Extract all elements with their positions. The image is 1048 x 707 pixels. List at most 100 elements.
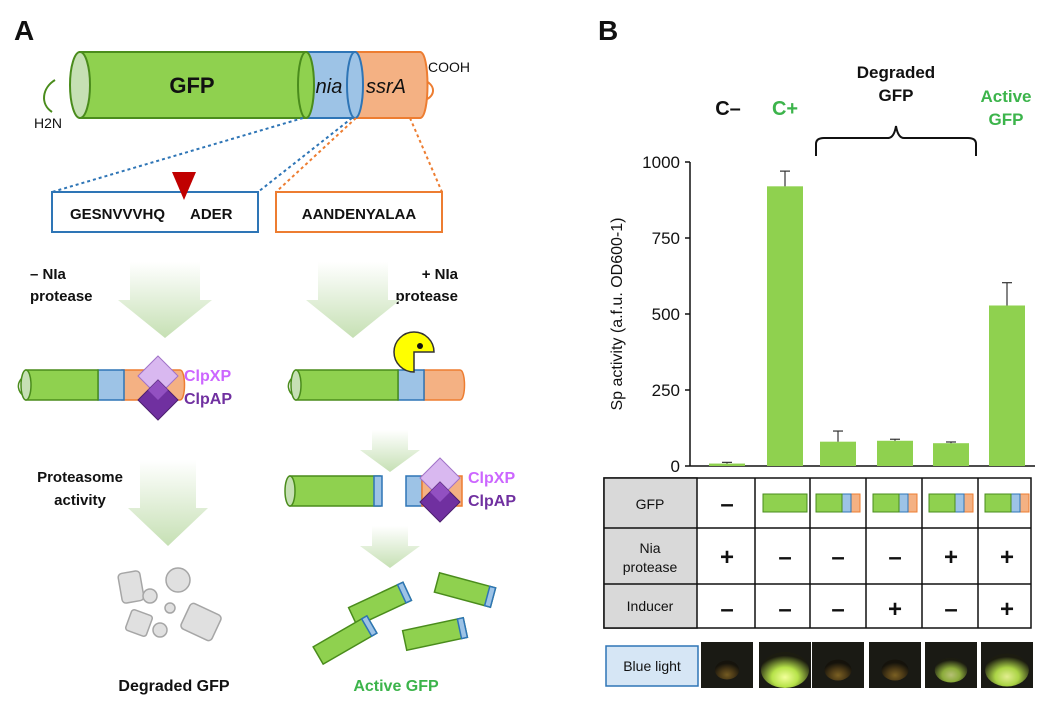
active-gfp-label: Active GFP bbox=[353, 678, 439, 695]
inducer-sign-1: – bbox=[720, 596, 733, 623]
tube-image-1 bbox=[701, 642, 753, 688]
nia-sequence-right: ADER bbox=[190, 206, 233, 223]
plus-nia-line2: protease bbox=[395, 288, 458, 305]
condition-table: – + – – – – – – + + – + + bbox=[603, 477, 1032, 629]
tagged-gfp-left bbox=[17, 369, 186, 401]
nia-protease-pacman-icon bbox=[393, 331, 435, 373]
y-axis-label-main: Sp activity (a.f.u. OD600-1) bbox=[609, 218, 626, 411]
table-columns bbox=[754, 478, 979, 628]
header-degraded-line2: GFP bbox=[879, 86, 914, 105]
tube-image-3 bbox=[812, 642, 864, 688]
y-ticks: 0 250 500 750 1000 bbox=[642, 153, 690, 476]
degraded-bracket bbox=[815, 125, 977, 156]
proteasome-line1: Proteasome bbox=[37, 469, 123, 486]
right-arrow-2 bbox=[360, 430, 420, 472]
nia-sign-1: + bbox=[720, 544, 734, 571]
inducer-sign-4: + bbox=[888, 596, 902, 623]
n-terminus-label: H2N bbox=[34, 115, 62, 131]
header-c-minus: C– bbox=[715, 98, 741, 120]
minus-nia-line2: protease bbox=[30, 288, 93, 305]
clpxp-label-left: ClpXP bbox=[184, 368, 231, 385]
ssra-sequence-box bbox=[275, 191, 443, 233]
nia-domain-label: nia bbox=[316, 76, 343, 98]
header-active-line1: Active bbox=[980, 87, 1031, 106]
clp-protease-right-icon bbox=[419, 457, 461, 523]
tube-image-2 bbox=[759, 642, 811, 688]
left-arrow-1 bbox=[118, 262, 212, 338]
n-terminus-text: H2N bbox=[34, 115, 62, 131]
bar-3 bbox=[820, 441, 856, 466]
panel-a-label: A bbox=[14, 15, 34, 46]
y-tick-label-1: 250 bbox=[652, 381, 680, 400]
row-label-nia-line2: protease bbox=[623, 559, 678, 575]
y-tick-label-4: 1000 bbox=[642, 153, 680, 172]
y-tick-label-3: 750 bbox=[652, 229, 680, 248]
degraded-fragments bbox=[117, 567, 222, 642]
clpap-label-right: ClpAP bbox=[468, 493, 516, 510]
inducer-sign-6: + bbox=[1000, 596, 1014, 623]
nia-sign-3: – bbox=[831, 544, 844, 571]
clpxp-label-right: ClpXP bbox=[468, 470, 515, 487]
row-label-blue-light: Blue light bbox=[623, 658, 681, 674]
bar-4 bbox=[877, 440, 913, 466]
ssra-domain-label: ssrA bbox=[366, 76, 406, 98]
ssra-sequence: AANDENYALAA bbox=[302, 206, 417, 223]
y-tick-label-0: 0 bbox=[671, 457, 680, 476]
tube-image-4 bbox=[869, 642, 921, 688]
inducer-sign-5: – bbox=[944, 596, 957, 623]
gfp-sign-1: – bbox=[720, 491, 733, 518]
inducer-sign-2: – bbox=[778, 596, 791, 623]
bar-6 bbox=[989, 305, 1025, 466]
tagged-construct-cell-6 bbox=[984, 493, 1030, 513]
clpap-label-left: ClpAP bbox=[184, 391, 232, 408]
tagged-construct-cell-4 bbox=[872, 493, 918, 513]
proteasome-line2: activity bbox=[54, 492, 106, 509]
nia-sign-6: + bbox=[1000, 544, 1014, 571]
nia-sequence-left: GESNVVVHQ bbox=[70, 206, 165, 223]
bar-1 bbox=[709, 463, 745, 466]
clp-protease-left-icon bbox=[137, 355, 179, 421]
gfp-construct-cell-2 bbox=[762, 493, 808, 513]
table-cells: – + – – – – – – + + – + + bbox=[720, 491, 1030, 623]
inducer-sign-3: – bbox=[831, 596, 844, 623]
left-arrow-2 bbox=[128, 460, 208, 546]
header-active-line2: GFP bbox=[989, 110, 1024, 129]
tagged-construct-cell-5 bbox=[928, 493, 974, 513]
y-tick-label-2: 500 bbox=[652, 305, 680, 324]
row-label-nia-line1: Nia bbox=[639, 540, 660, 556]
header-c-plus: C+ bbox=[772, 98, 798, 120]
cleavage-site-marker bbox=[172, 172, 196, 200]
tube-image-6 bbox=[981, 642, 1033, 688]
y-axis-label: Sp activity (a.f.u. OD600-1) bbox=[609, 218, 626, 411]
tube-image-5 bbox=[925, 642, 977, 688]
cleaved-gfp bbox=[284, 475, 383, 507]
bar-chart: 0 250 500 750 1000 bbox=[642, 153, 1035, 476]
nia-sign-5: + bbox=[944, 544, 958, 571]
gfp-nia-ssra-construct bbox=[43, 51, 434, 119]
active-gfp-barrels bbox=[312, 571, 497, 666]
blue-light-box bbox=[605, 645, 699, 687]
nia-sign-2: – bbox=[778, 544, 791, 571]
panel-b-label: B bbox=[598, 15, 618, 46]
bars bbox=[709, 170, 1025, 466]
header-degraded-line1: Degraded bbox=[857, 63, 935, 82]
cooh-terminus-label: COOH bbox=[428, 59, 470, 75]
bar-2 bbox=[767, 186, 803, 466]
nia-sequence-box bbox=[51, 191, 259, 233]
degraded-gfp-label: Degraded GFP bbox=[118, 678, 229, 695]
plus-nia-line1: + NIa bbox=[422, 266, 459, 283]
minus-nia-line1: – NIa bbox=[30, 266, 67, 283]
nia-sign-4: – bbox=[888, 544, 901, 571]
row-label-gfp: GFP bbox=[636, 496, 665, 512]
tagged-gfp-right bbox=[287, 369, 466, 401]
bar-5 bbox=[933, 443, 969, 466]
blue-light-tubes bbox=[701, 642, 1033, 688]
tagged-construct-cell-3 bbox=[815, 493, 861, 513]
zoom-lines bbox=[51, 117, 443, 193]
gfp-domain-label: GFP bbox=[169, 73, 214, 98]
row-label-column bbox=[603, 477, 698, 629]
row-label-inducer: Inducer bbox=[627, 598, 674, 614]
right-arrow-1 bbox=[306, 262, 400, 338]
right-arrow-3 bbox=[360, 526, 420, 568]
